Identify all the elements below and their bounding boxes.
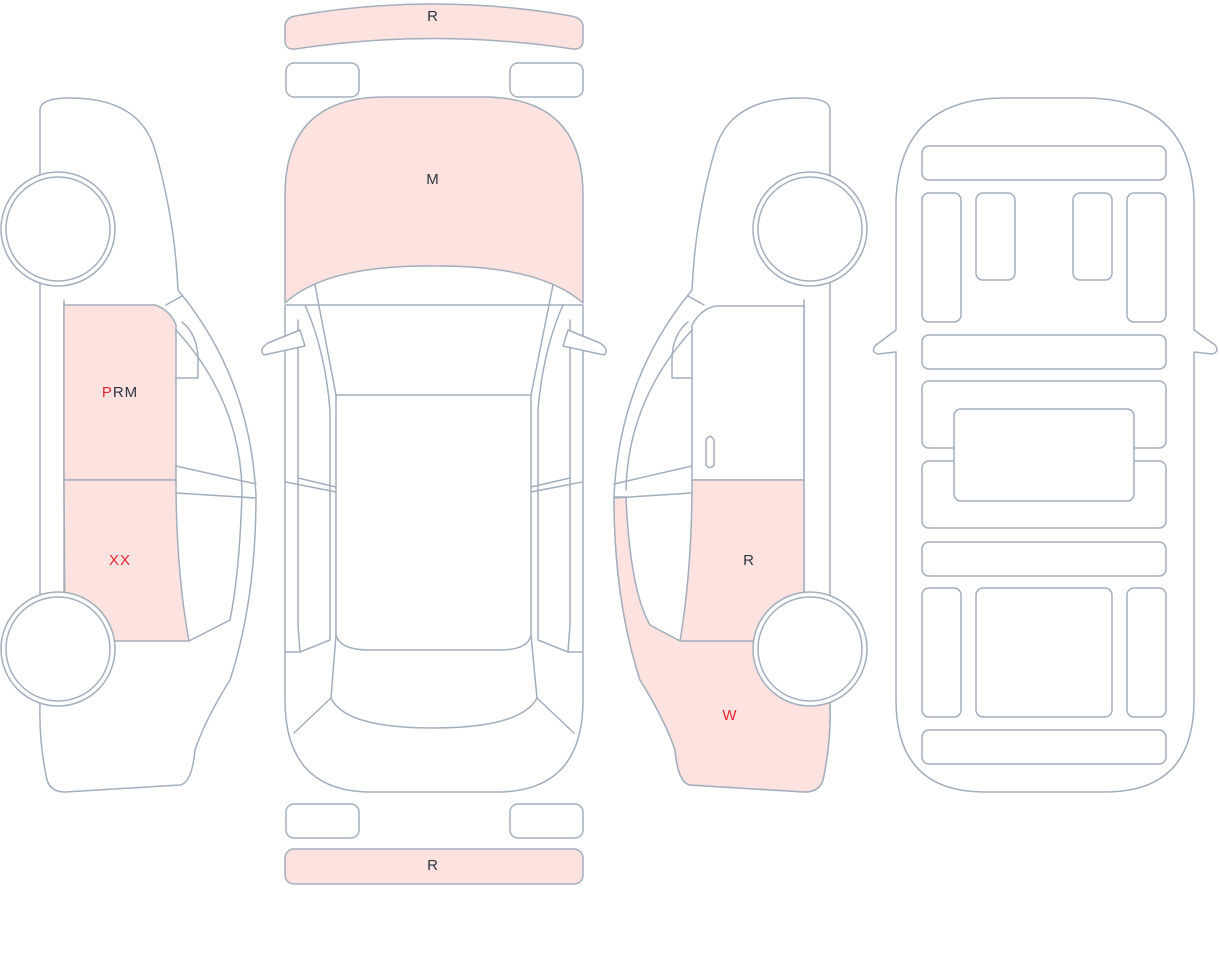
left-rear-wheel — [0, 591, 116, 707]
left-front-door-code-2: RM — [113, 384, 138, 401]
underbody-view — [872, 97, 1218, 793]
right-front-door[interactable] — [691, 305, 805, 481]
rear-left-light — [285, 803, 360, 839]
right-b-pillar — [530, 477, 583, 653]
hood[interactable]: M — [284, 96, 584, 304]
front-left-light — [285, 62, 360, 98]
panel-front-crossmember[interactable] — [921, 145, 1167, 181]
right-mirror — [687, 295, 705, 306]
panel-trunk-floor[interactable] — [975, 587, 1113, 718]
panel-right-rear-rail[interactable] — [1126, 587, 1167, 718]
right-side-mirror — [562, 329, 607, 356]
right-rear-door[interactable]: R — [679, 479, 805, 642]
right-a-pillar — [537, 304, 571, 653]
right-front-wheel — [752, 171, 868, 287]
rear-window — [330, 634, 538, 729]
left-window-frame — [175, 321, 243, 642]
left-front-door[interactable]: PRM — [63, 304, 177, 481]
panel-rear-crossmember[interactable] — [921, 541, 1167, 577]
panel-left-inner[interactable] — [975, 192, 1016, 281]
right-door-handle[interactable] — [705, 435, 715, 469]
right-pillar — [613, 465, 693, 499]
left-front-wheel — [0, 171, 116, 287]
left-side-view: PRM XX — [0, 97, 257, 793]
top-view: R M R — [261, 3, 607, 885]
panel-right-inner[interactable] — [1072, 192, 1113, 281]
left-mirror — [165, 295, 183, 306]
top-body-outline — [284, 304, 584, 793]
panel-firewall[interactable] — [921, 334, 1167, 370]
svg-text:PRM: PRM — [102, 384, 138, 401]
front-right-light — [509, 62, 584, 98]
right-rear-door-code: R — [743, 552, 755, 569]
left-front-door-code-1: P — [102, 384, 113, 401]
front-bumper[interactable]: R — [284, 3, 584, 50]
panel-left-rear-rail[interactable] — [921, 587, 962, 718]
panel-rear-panel[interactable] — [921, 729, 1167, 765]
left-side-mirror — [261, 329, 306, 356]
panel-center-tunnel[interactable] — [953, 408, 1135, 502]
left-pillar — [175, 465, 257, 499]
panel-right-front-rail[interactable] — [1126, 192, 1167, 323]
front-bumper-code: R — [427, 8, 439, 25]
windshield — [314, 284, 554, 396]
panel-left-front-rail[interactable] — [921, 192, 962, 323]
rear-bumper[interactable]: R — [284, 848, 584, 885]
right-rear-wheel — [752, 591, 868, 707]
left-a-pillar — [297, 304, 331, 653]
rear-bumper-code: R — [427, 857, 439, 874]
trunk-lines — [293, 697, 575, 734]
hood-code: M — [426, 171, 440, 188]
left-b-pillar — [285, 477, 337, 653]
right-rear-quarter[interactable]: W — [613, 496, 831, 793]
right-rear-quarter-code: W — [722, 707, 737, 724]
left-rear-door-code: XX — [109, 552, 131, 569]
roof — [335, 394, 532, 651]
right-window-frame — [625, 321, 693, 491]
right-side-view: W R — [613, 97, 868, 793]
rear-right-light — [509, 803, 584, 839]
